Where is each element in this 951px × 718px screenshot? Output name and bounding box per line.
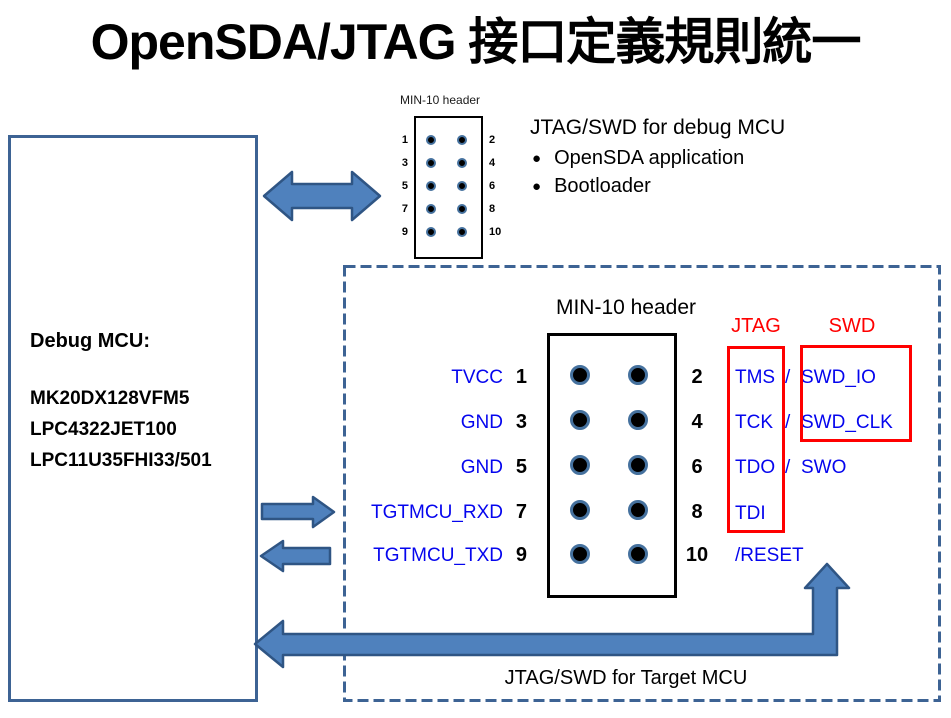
pin-signal-label: TGTMCU_RXD — [371, 502, 503, 523]
jtag-column-label: JTAG — [731, 315, 781, 337]
page-title: OpenSDA/JTAG 接口定義規則統一 — [90, 14, 862, 70]
pin-number: 10 — [685, 544, 709, 566]
target-header-title: MIN-10 header — [555, 296, 697, 319]
pin-hole — [457, 204, 467, 214]
small-pin-number: 7 — [401, 203, 408, 215]
double-arrow-icon — [262, 170, 382, 222]
pin-hole — [628, 365, 648, 385]
debug-info-heading: JTAG/SWD for debug MCU — [530, 116, 786, 139]
bullet-icon: ● — [532, 178, 542, 195]
small-pin-number: 3 — [401, 157, 408, 169]
pin-hole — [570, 500, 590, 520]
pin-signal-label: GND — [460, 457, 503, 478]
bullet-item: ● Bootloader — [532, 175, 651, 198]
pin-hole — [426, 181, 436, 191]
bullet-label: Bootloader — [554, 175, 651, 197]
pin-hole — [570, 365, 590, 385]
pin-number: 7 — [515, 501, 527, 523]
target-caption: JTAG/SWD for Target MCU — [504, 667, 748, 689]
small-pin-number: 10 — [489, 226, 502, 238]
txd-arrow-icon — [259, 539, 332, 573]
pin-hole — [426, 227, 436, 237]
pin-hole — [457, 227, 467, 237]
swd-highlight-box — [800, 345, 912, 442]
pin-hole — [426, 135, 436, 145]
swd-column-label: SWD — [828, 315, 876, 337]
swd-signal: SWO — [801, 457, 847, 478]
signal-separator: / — [785, 367, 791, 388]
small-pin-number: 1 — [401, 134, 408, 146]
small-pin-number: 2 — [489, 134, 496, 146]
pin-hole — [570, 455, 590, 475]
bullet-item: ● OpenSDA application — [532, 147, 744, 170]
debug-mcu-box-outline — [8, 135, 258, 702]
pin-hole — [457, 158, 467, 168]
small-pin-number: 6 — [489, 180, 496, 192]
small-pin-number: 8 — [489, 203, 496, 215]
reset-signal: /RESET — [735, 545, 804, 566]
pin-signal-label: GND — [460, 412, 503, 433]
pin-number: 2 — [691, 366, 703, 388]
pin-signal-label: TGTMCU_TXD — [373, 545, 503, 566]
pin-number: 6 — [691, 456, 703, 478]
pin-hole — [457, 181, 467, 191]
pin-number: 3 — [515, 411, 527, 433]
pin-hole — [628, 455, 648, 475]
rxd-arrow-icon — [260, 495, 336, 529]
pin-number: 9 — [515, 544, 527, 566]
jtag-highlight-box — [727, 346, 785, 533]
pin-number: 1 — [515, 366, 527, 388]
target-header-outline — [547, 333, 677, 598]
small-header-outline — [414, 116, 483, 259]
pin-number: 5 — [515, 456, 527, 478]
jtag-signal: TDI — [735, 503, 766, 524]
pin-number: 8 — [691, 501, 703, 523]
pin-hole — [457, 135, 467, 145]
chip-name: LPC4322JET100 — [30, 419, 177, 440]
jtag-signal: TCK — [735, 412, 773, 433]
bullet-icon: ● — [532, 150, 542, 167]
pin-hole — [570, 544, 590, 564]
chip-name: MK20DX128VFM5 — [30, 388, 190, 409]
small-pin-number: 5 — [401, 180, 408, 192]
signal-separator: / — [785, 412, 791, 433]
pin-hole — [426, 204, 436, 214]
bullet-label: OpenSDA application — [554, 147, 745, 169]
pin-hole — [628, 410, 648, 430]
pin-hole — [628, 544, 648, 564]
debug-mcu-label: Debug MCU: — [30, 330, 150, 352]
signal-separator: / — [785, 457, 791, 478]
small-pin-number: 9 — [401, 226, 408, 238]
small-pin-number: 4 — [489, 157, 496, 169]
target-mcu-dashed-box — [343, 265, 941, 702]
swd-signal: SWD_IO — [801, 367, 876, 388]
pin-hole — [628, 500, 648, 520]
pin-hole — [426, 158, 436, 168]
small-header-title: MIN-10 header — [400, 93, 481, 107]
jtag-signal: TDO — [735, 457, 776, 478]
swd-signal: SWD_CLK — [801, 412, 893, 433]
chip-name: LPC11U35FHI33/501 — [30, 450, 212, 471]
pin-signal-label: TVCC — [451, 367, 503, 388]
jtag-signal: TMS — [735, 367, 776, 388]
pin-number: 4 — [691, 411, 703, 433]
reset-bent-arrow-icon — [253, 562, 851, 669]
pin-hole — [570, 410, 590, 430]
